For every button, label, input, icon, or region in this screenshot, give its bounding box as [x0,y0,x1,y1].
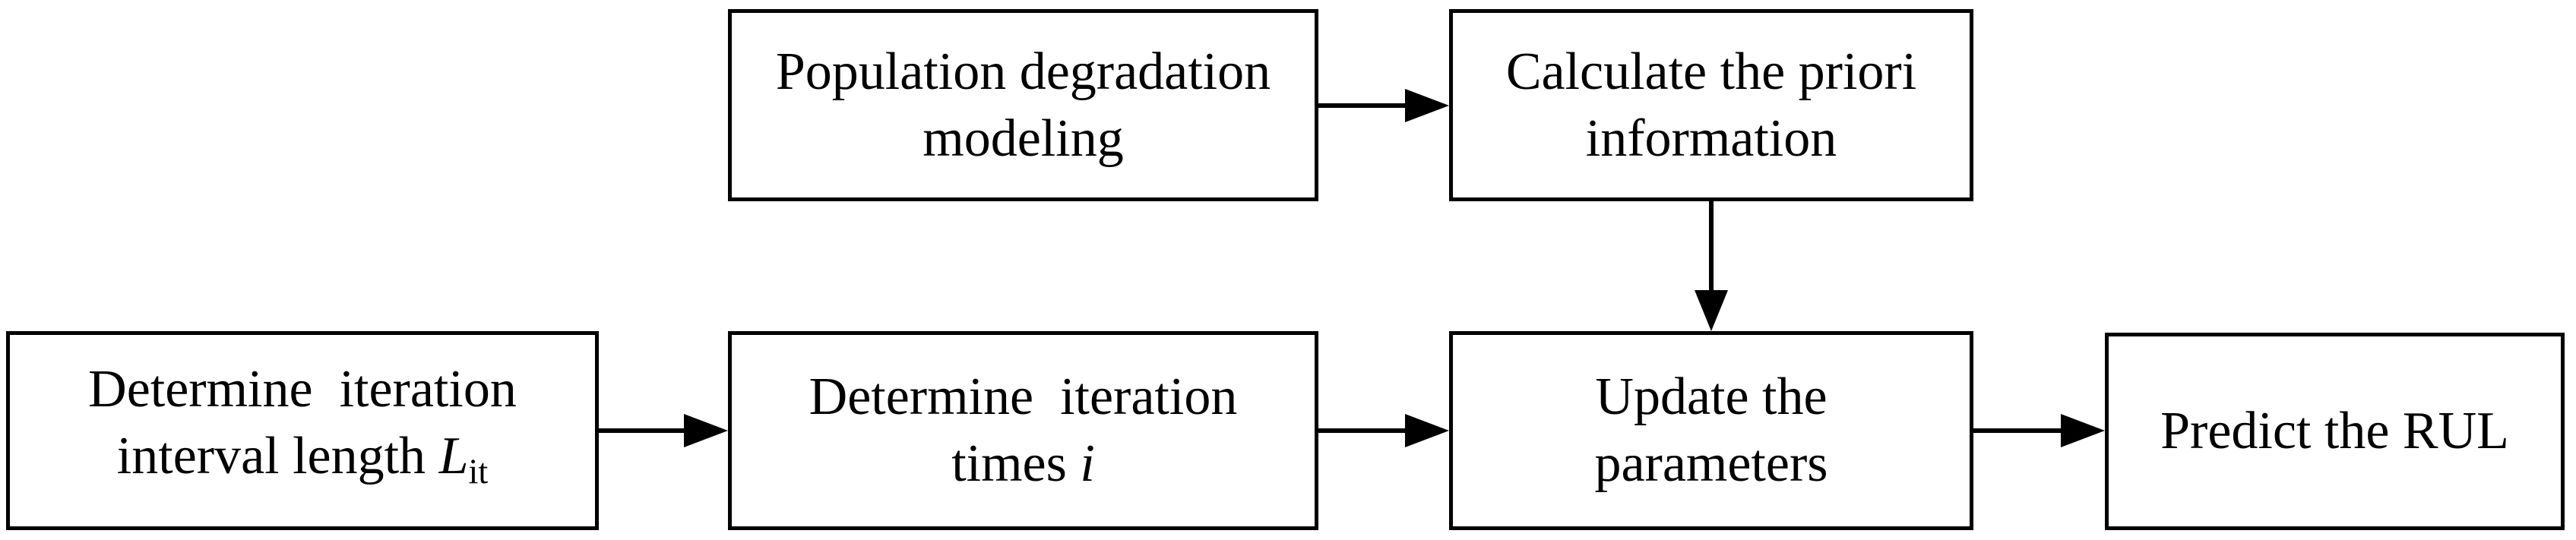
box-label-line2: modeling [922,109,1124,168]
arrow-interval-to-times-shaft [599,428,685,433]
variable-L: L [438,427,469,486]
box-label: Determine iteration interval length Lit [88,356,517,505]
box-calculate-priori-information: Calculate the priori information [1449,9,1973,201]
box-label: Update the parameters [1594,364,1828,497]
box-label-line1: Predict the RUL [2160,402,2509,460]
arrow-times-to-update-shaft [1318,428,1407,433]
box-label-line2-prefix: times [951,434,1081,493]
box-label: Calculate the priori information [1506,39,1916,172]
variable-i: i [1080,434,1095,493]
box-label-line2: information [1585,109,1837,168]
box-update-parameters: Update the parameters [1449,331,1973,530]
arrowhead-down-icon [1695,290,1728,331]
arrowhead-right-icon [2061,414,2105,447]
arrowhead-right-icon [1405,89,1449,122]
box-predict-rul: Predict the RUL [2105,333,2565,530]
arrow-update-to-predict-shaft [1973,428,2062,433]
box-population-degradation-modeling: Population degradation modeling [728,9,1318,201]
arrowhead-right-icon [684,414,728,447]
box-label: Predict the RUL [2160,398,2509,465]
box-label-line1: Determine iteration [809,368,1238,426]
box-label-line2: parameters [1594,434,1828,493]
arrow-priori-to-update-shaft [1709,201,1714,292]
box-label-line2-prefix: interval length [116,427,439,486]
box-label: Population degradation modeling [776,39,1271,172]
arrowhead-right-icon [1405,414,1449,447]
box-label-line1: Determine iteration [88,360,517,419]
box-determine-iteration-interval-length: Determine iteration interval length Lit [6,331,599,530]
box-determine-iteration-times: Determine iteration times i [728,331,1318,530]
box-label: Determine iteration times i [809,364,1238,497]
box-label-line1: Calculate the priori [1505,42,1917,101]
box-label-line1: Population degradation [775,42,1271,101]
variable-L-subscript: it [468,451,489,491]
box-label-line1: Update the [1595,368,1828,426]
arrow-population-to-priori-shaft [1318,103,1407,108]
